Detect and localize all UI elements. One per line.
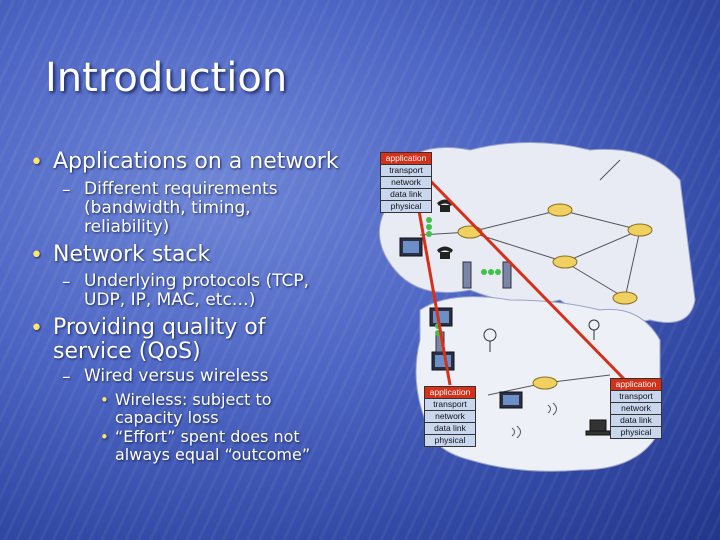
- stack-layer: network: [380, 177, 432, 189]
- bullet-dot-icon: •: [100, 428, 109, 446]
- slide-title: Introduction: [45, 55, 288, 101]
- network-cloud: [378, 142, 696, 323]
- stack-layer: transport: [380, 165, 432, 177]
- bullet-dot-icon: •: [30, 316, 43, 341]
- protocol-stack: application transport network data link …: [424, 386, 476, 447]
- protocol-stack: application transport network data link …: [610, 378, 662, 439]
- wireless-wave-icon: [511, 402, 557, 439]
- stack-layer: application: [610, 378, 662, 391]
- stack-layer: network: [610, 403, 662, 415]
- stack-layer: network: [424, 411, 476, 423]
- telephone-icon: [437, 199, 453, 259]
- stack-layer: physical: [610, 427, 662, 439]
- stack-layer: data link: [380, 189, 432, 201]
- antenna-icon: [483, 319, 600, 352]
- protocol-stack: application transport network data link …: [380, 152, 432, 213]
- stack-layer: data link: [424, 423, 476, 435]
- stack-layer: transport: [610, 391, 662, 403]
- bullet-dot-icon: •: [100, 391, 109, 409]
- server-icon: [435, 261, 512, 353]
- stack-layer: physical: [424, 435, 476, 447]
- stack-layer: application: [380, 152, 432, 165]
- bullet-dot-icon: •: [30, 150, 43, 175]
- stack-layer: data link: [610, 415, 662, 427]
- laptop-icon: [585, 419, 611, 436]
- stack-layer: transport: [424, 399, 476, 411]
- stack-layer: physical: [380, 201, 432, 213]
- stack-layer: application: [424, 386, 476, 399]
- bullet-dot-icon: •: [30, 243, 43, 268]
- computer-icon: [399, 237, 523, 409]
